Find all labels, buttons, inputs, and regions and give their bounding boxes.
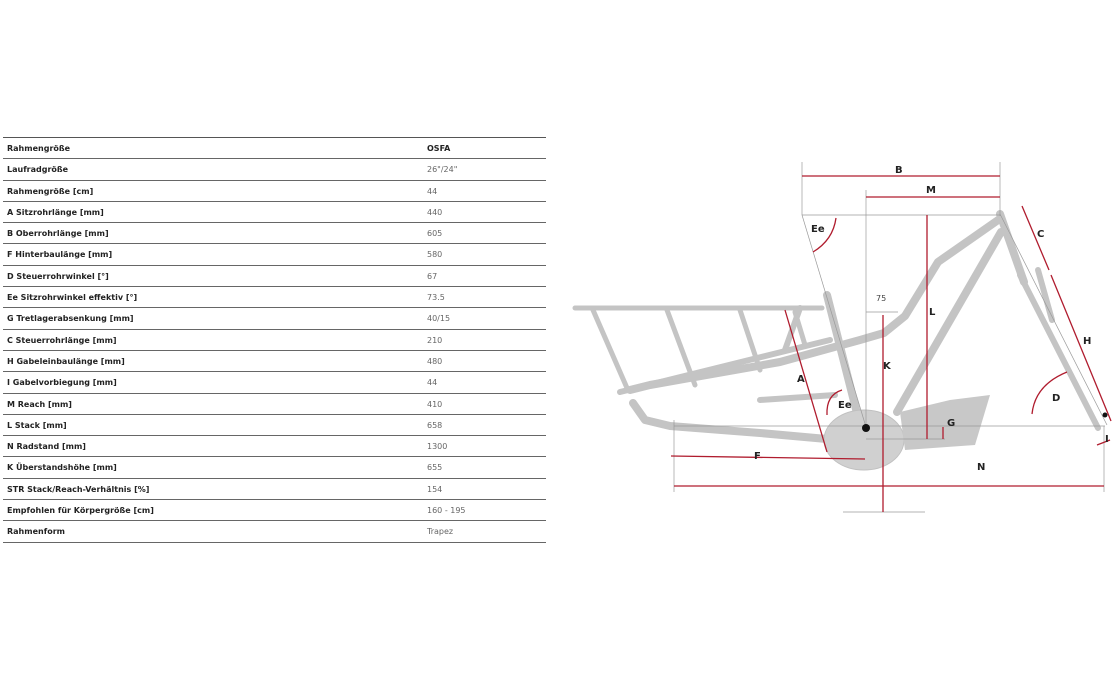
label-i: I — [1105, 434, 1109, 445]
reference-lines — [673, 162, 1108, 513]
row-value: 480 — [427, 356, 443, 366]
label-c: C — [1037, 229, 1044, 240]
table-row: Rahmengröße OSFA — [3, 138, 546, 160]
label-g: G — [947, 418, 955, 429]
label-f: F — [754, 451, 761, 462]
geometry-table: Rahmengröße OSFA Laufradgröße 26"/24" Rahmen… — [3, 137, 546, 543]
row-value: 154 — [427, 484, 443, 494]
bike-frame — [572, 210, 1101, 471]
row-label: Ee Sitzrohrwinkel effektiv [°] — [7, 293, 138, 303]
row-label: M Reach [mm] — [7, 399, 72, 409]
table-row: B Oberrohrlänge [mm] 605 — [3, 223, 546, 245]
label-m: M — [926, 185, 936, 196]
row-label: A Sitzrohrlänge [mm] — [7, 207, 104, 217]
table-row: G Tretlagerabsenkung [mm] 40/15 — [3, 308, 546, 330]
row-label: Empfohlen für Körpergröße [cm] — [7, 506, 154, 516]
table-row: I Gabelvorbiegung [mm] 44 — [3, 372, 546, 394]
dimension-lines — [670, 175, 1112, 512]
row-label: D Steuerrohrwinkel [°] — [7, 271, 109, 281]
table-row: Laufradgröße 26"/24" — [3, 159, 546, 181]
row-value: 73.5 — [427, 293, 445, 303]
row-value: OSFA — [427, 144, 451, 153]
row-label: K Überstandshöhe [mm] — [7, 463, 117, 473]
row-label: Rahmengröße — [7, 144, 71, 153]
row-value: 440 — [427, 207, 443, 217]
row-value: 160 - 195 — [427, 506, 466, 516]
bottom-bracket-dot — [862, 424, 870, 432]
table-row: A Sitzrohrlänge [mm] 440 — [3, 202, 546, 224]
row-value: 658 — [427, 420, 443, 430]
row-value: 44 — [427, 186, 438, 196]
table-row: M Reach [mm] 410 — [3, 394, 546, 415]
table-row: N Radstand [mm] 1300 — [3, 436, 546, 458]
row-label: Rahmengröße [cm] — [7, 186, 94, 196]
dimension-labels: B M Ee C H L K A Ee D G I F N 75 — [754, 165, 1109, 473]
label-l: L — [929, 307, 936, 318]
row-value: 1300 — [427, 442, 448, 452]
row-value: 410 — [427, 399, 443, 409]
label-h: H — [1083, 336, 1091, 347]
row-label: F Hinterbaulänge [mm] — [7, 250, 113, 260]
row-label: Laufradgröße — [7, 165, 69, 175]
row-value: 655 — [427, 463, 443, 473]
row-label: N Radstand [mm] — [7, 442, 86, 452]
row-label: I Gabelvorbiegung [mm] — [7, 378, 117, 388]
table-row: L Stack [mm] 658 — [3, 415, 546, 437]
row-value: 605 — [427, 229, 443, 239]
row-value: 40/15 — [427, 314, 451, 324]
label-b: B — [895, 165, 903, 176]
label-d: D — [1052, 393, 1060, 404]
label-ee-top: Ee — [811, 224, 825, 235]
motor — [823, 409, 905, 471]
label-offset-75: 75 — [876, 294, 886, 303]
row-label: Rahmenform — [7, 527, 65, 537]
row-label: L Stack [mm] — [7, 420, 67, 430]
row-label: C Steuerrohrlänge [mm] — [7, 335, 117, 345]
table-row: H Gabeleinbaulänge [mm] 480 — [3, 351, 546, 373]
table-row: Empfohlen für Körpergröße [cm] 160 - 195 — [3, 500, 546, 522]
table-row: F Hinterbaulänge [mm] 580 — [3, 244, 546, 266]
table-row: Rahmenform Trapez — [3, 521, 546, 543]
table-row: Ee Sitzrohrwinkel effektiv [°] 73.5 — [3, 287, 546, 309]
row-value: 26"/24" — [427, 165, 458, 175]
table-row: C Steuerrohrlänge [mm] 210 — [3, 330, 546, 351]
table-row: Rahmengröße [cm] 44 — [3, 181, 546, 202]
row-label: H Gabeleinbaulänge [mm] — [7, 356, 125, 366]
row-label: STR Stack/Reach-Verhältnis [%] — [7, 484, 150, 494]
label-ee-bottom: Ee — [838, 400, 852, 411]
row-value: Trapez — [427, 527, 454, 537]
front-axle-dot — [1102, 412, 1108, 418]
row-value: 580 — [427, 250, 443, 260]
label-k: K — [883, 361, 892, 372]
row-value: 67 — [427, 271, 438, 281]
table-row: K Überstandshöhe [mm] 655 — [3, 457, 546, 479]
table-row: STR Stack/Reach-Verhältnis [%] 154 — [3, 479, 546, 501]
row-label: B Oberrohrlänge [mm] — [7, 229, 109, 239]
row-label: G Tretlagerabsenkung [mm] — [7, 314, 134, 324]
table-row: D Steuerrohrwinkel [°] 67 — [3, 266, 546, 288]
label-a: A — [797, 374, 805, 385]
row-value: 210 — [427, 335, 443, 345]
row-value: 44 — [427, 378, 438, 388]
label-n: N — [977, 462, 985, 473]
